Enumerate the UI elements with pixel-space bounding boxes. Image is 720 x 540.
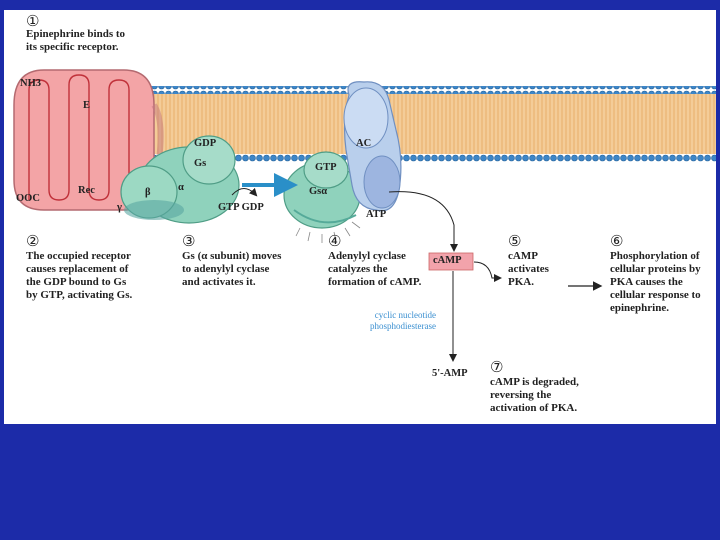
step-7-text: cAMP is degraded, reversing the activati… (490, 376, 579, 414)
receptor-shape (13, 69, 164, 211)
gtp-gdp-exchange-arrow (231, 187, 258, 197)
label-ooc: OOC (16, 193, 40, 204)
label-5-amp: 5'-AMP (432, 368, 468, 379)
label-gtp-gdp: GTP GDP (218, 202, 264, 213)
gs-alpha-shape (283, 151, 361, 229)
label-phosphodiesterase: cyclic nucleotide phosphodiesterase (370, 310, 436, 331)
step-4-number: ④ (328, 232, 342, 250)
step-1-text: Epinephrine binds to its specific recept… (26, 28, 126, 53)
label-gtp: GTP (315, 162, 337, 173)
step-5-text: cAMP activates PKA. (508, 250, 549, 288)
step-2-text: The occupied receptor causes replacement… (26, 250, 133, 301)
step-7-number: ⑦ (490, 358, 504, 376)
label-atp: ATP (366, 209, 387, 220)
label-gsa: Gsα (309, 186, 328, 197)
label-camp: cAMP (433, 255, 462, 266)
label-nh3: NH3 (20, 78, 41, 89)
camp-box (428, 252, 474, 271)
step-2-number: ② (26, 232, 40, 250)
step-6-number: ⑥ (610, 232, 624, 250)
atp-to-camp-arrow (388, 191, 458, 252)
label-e: E (83, 100, 91, 111)
step-4-text: Adenylyl cyclase catalyzes the formation… (328, 250, 422, 288)
figure-panel: NH3 E OOC Rec GDP Gs β γ α GTP GDP GTP G… (4, 10, 716, 424)
adenylyl-cyclase-shape (343, 81, 402, 212)
step-5-number: ⑤ (508, 232, 522, 250)
label-rec: Rec (78, 185, 95, 196)
label-gs: Gs (194, 158, 207, 169)
label-gdp: GDP (194, 138, 217, 149)
activation-rays (295, 221, 361, 243)
label-beta: β (145, 187, 151, 198)
step-6-text: Phosphorylation of cellular proteins by … (610, 250, 701, 314)
label-gamma: γ (117, 202, 122, 213)
label-ac: AC (356, 138, 372, 149)
camp-to-pka-arrow (473, 261, 502, 282)
step-1-number: ① (26, 12, 40, 30)
step-3-text: Gs (α subunit) moves to adenylyl cyclase… (182, 250, 282, 288)
step-3-number: ③ (182, 232, 196, 250)
g-protein-shape (120, 135, 240, 224)
label-alpha: α (178, 182, 184, 193)
pathway-diagram (13, 69, 716, 362)
